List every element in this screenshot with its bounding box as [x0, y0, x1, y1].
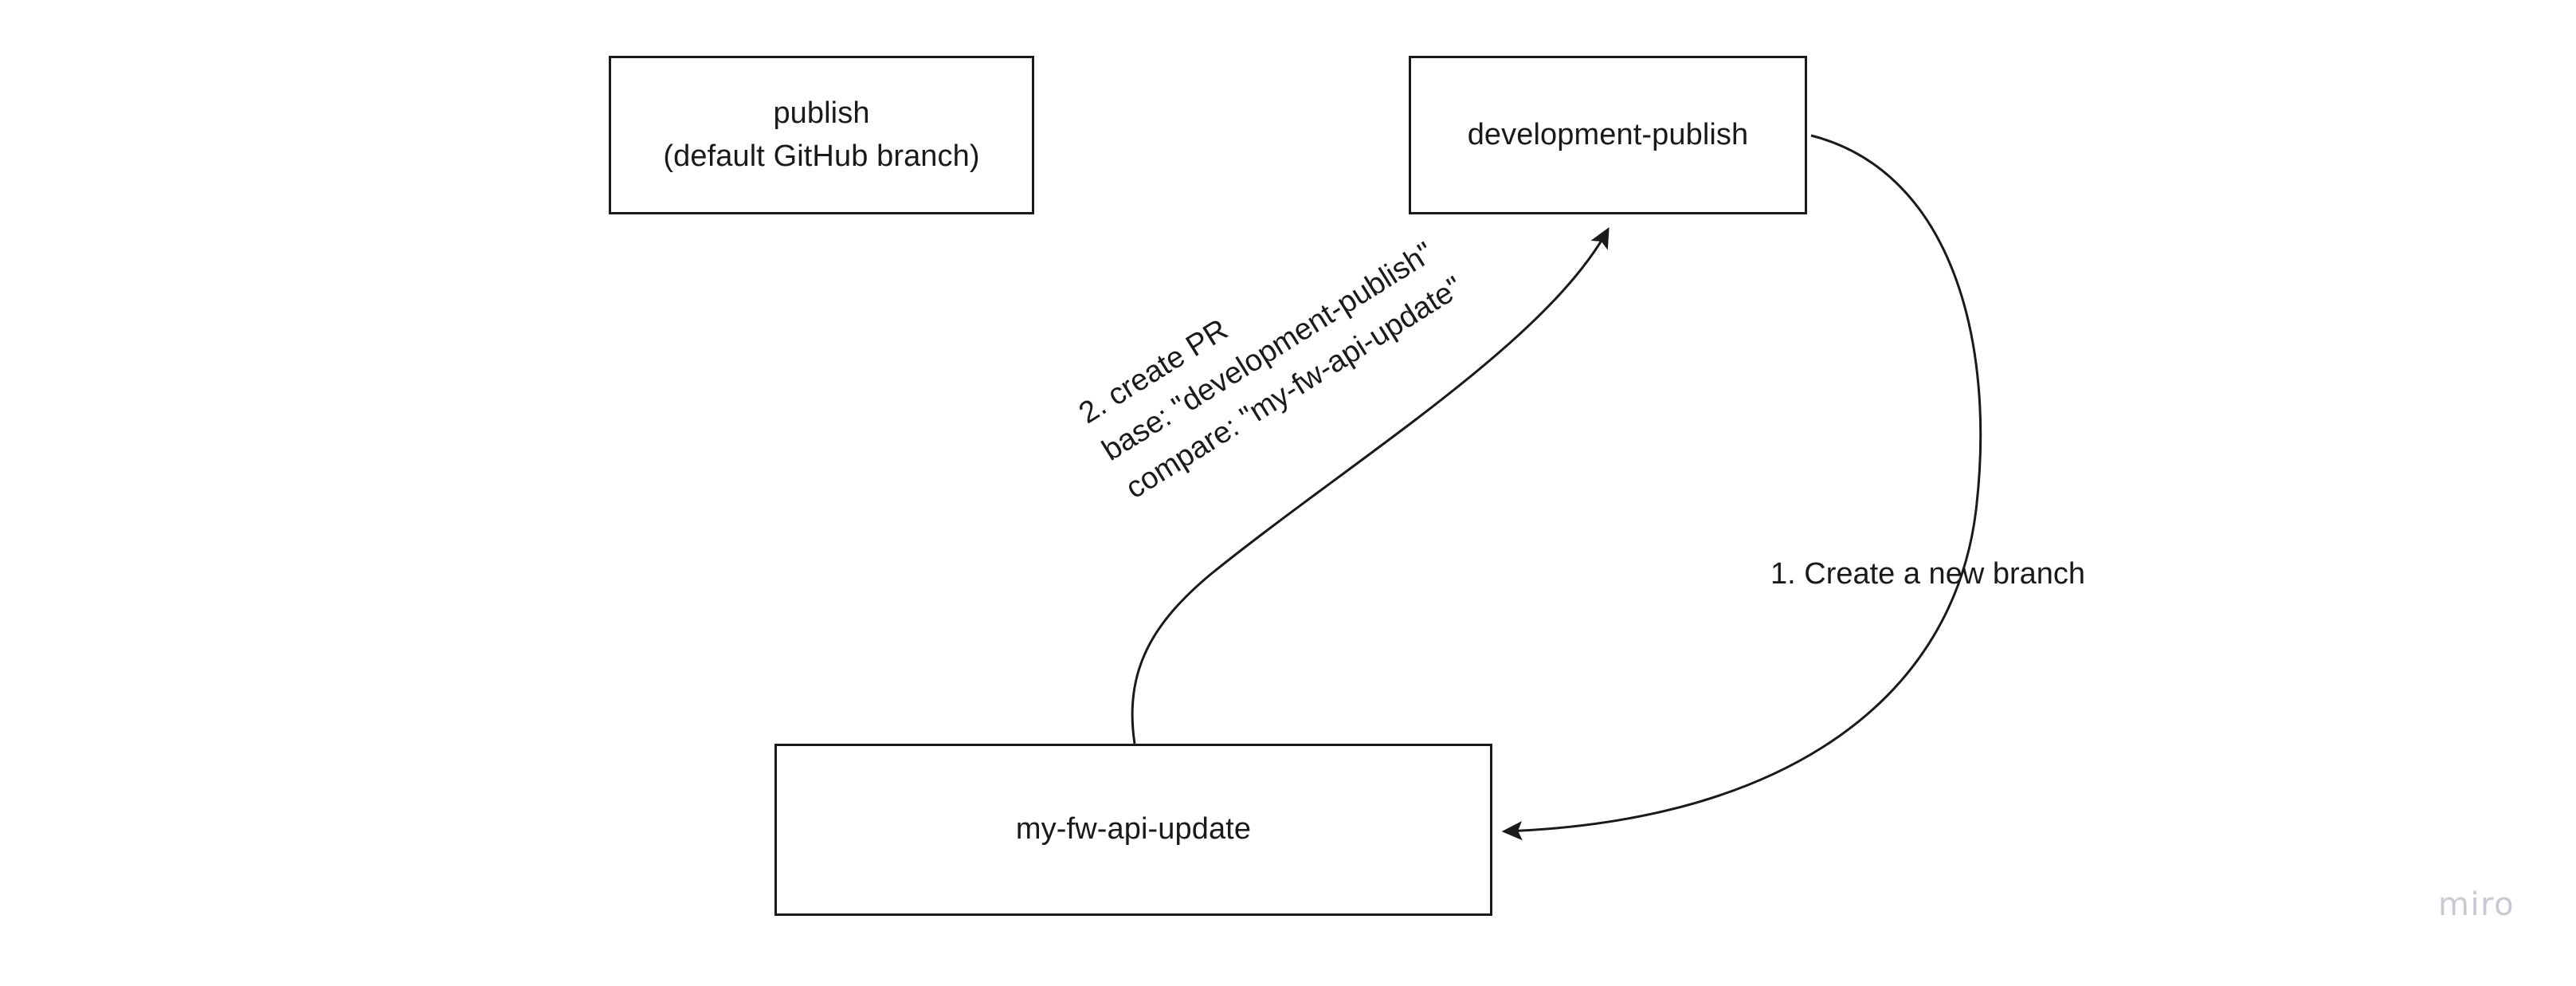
edge-label-create-pr: 2. create PR base: "development-publish"… — [1072, 236, 1469, 506]
node-my-fw-api-update[interactable]: my-fw-api-update — [774, 744, 1492, 916]
node-publish[interactable]: publish (default GitHub branch) — [609, 56, 1034, 214]
edge-label-create-branch: 1. Create a new branch — [1770, 557, 2086, 591]
node-development-publish-label: development-publish — [1467, 117, 1749, 151]
miro-watermark: miro — [2438, 886, 2515, 923]
node-publish-label: publish (default GitHub branch) — [663, 96, 980, 173]
edge-create-branch-path — [1501, 134, 1982, 841]
node-my-fw-api-update-label: my-fw-api-update — [1015, 812, 1252, 847]
node-development-publish[interactable]: development-publish — [1409, 56, 1807, 214]
